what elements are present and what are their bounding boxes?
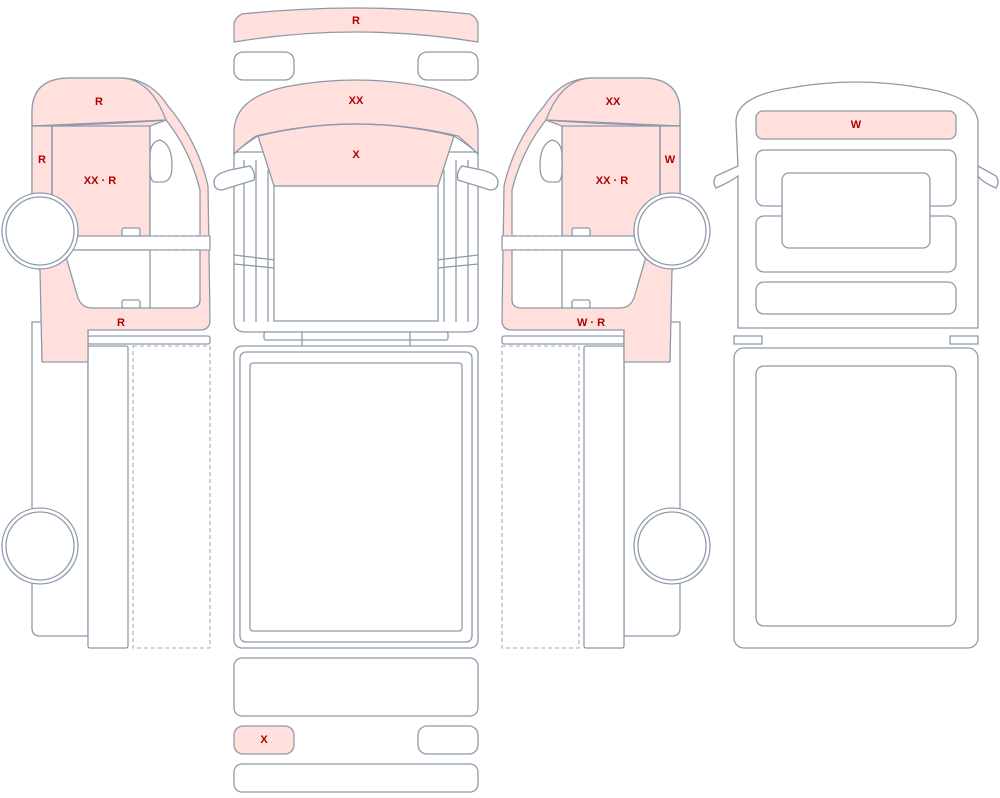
label-left-door: XX · R [84,175,116,187]
bottom-small-panel[interactable] [233,725,295,755]
rear-bumper-top[interactable] [233,657,479,717]
damage-labels: R R R XX · R R XX X XX W XX · R W · R W … [38,15,862,746]
right-side-mirror [539,139,563,183]
label-roof-front: R [352,15,360,27]
left-side-view [1,77,211,649]
rear-panel-3[interactable] [755,281,957,315]
label-right-lower: W · R [577,317,605,329]
left-front-wheel [1,192,79,270]
right-front-wheel [633,192,711,270]
rear-step-panel[interactable] [233,763,479,793]
cab-window-area [273,185,439,322]
left-upper-front[interactable] [31,77,167,127]
label-rear-window: W [851,119,862,131]
label-bottom-small: X [260,734,268,746]
left-sill-band [59,235,211,251]
left-rear-wheel [1,507,79,585]
front-bumper-strip [263,331,449,341]
rear-right-mirror [977,164,999,189]
left-sliding-door-outline [132,345,211,649]
rear-lower-panel[interactable] [755,365,957,627]
left-rear-door[interactable] [87,345,129,649]
right-cargo-body [623,321,681,637]
top-view [213,7,499,793]
right-lower-window [511,249,649,309]
left-lower-window [63,249,201,309]
right-upper-front[interactable] [545,77,681,127]
roof-front-panel[interactable] [233,7,479,43]
label-left-upper-front: R [95,96,103,108]
right-side-view [501,77,711,649]
label-left-pillar: R [38,154,46,166]
right-sliding-door-outline [501,345,580,649]
left-mirror-top[interactable] [233,51,295,81]
rear-view [713,81,999,649]
right-mirror-top[interactable] [417,51,479,81]
label-right-door: XX · R [596,175,628,187]
bottom-right-small-panel[interactable] [417,725,479,755]
left-side-mirror [149,139,173,183]
right-sill-band [501,235,653,251]
label-hood: XX [349,95,364,107]
left-cargo-body [31,321,89,637]
left-mirror[interactable] [213,165,256,191]
label-right-pillar: W [665,154,676,166]
right-mirror[interactable] [456,165,499,191]
cargo-roof-outer[interactable] [233,345,479,649]
right-rear-wheel [633,507,711,585]
rear-center-plate [781,172,931,249]
right-rear-door[interactable] [583,345,625,649]
label-windshield: X [352,149,360,161]
rear-window-panel[interactable] [755,110,957,140]
label-right-upper-front: XX [606,96,621,108]
label-left-lower: R [117,317,125,329]
